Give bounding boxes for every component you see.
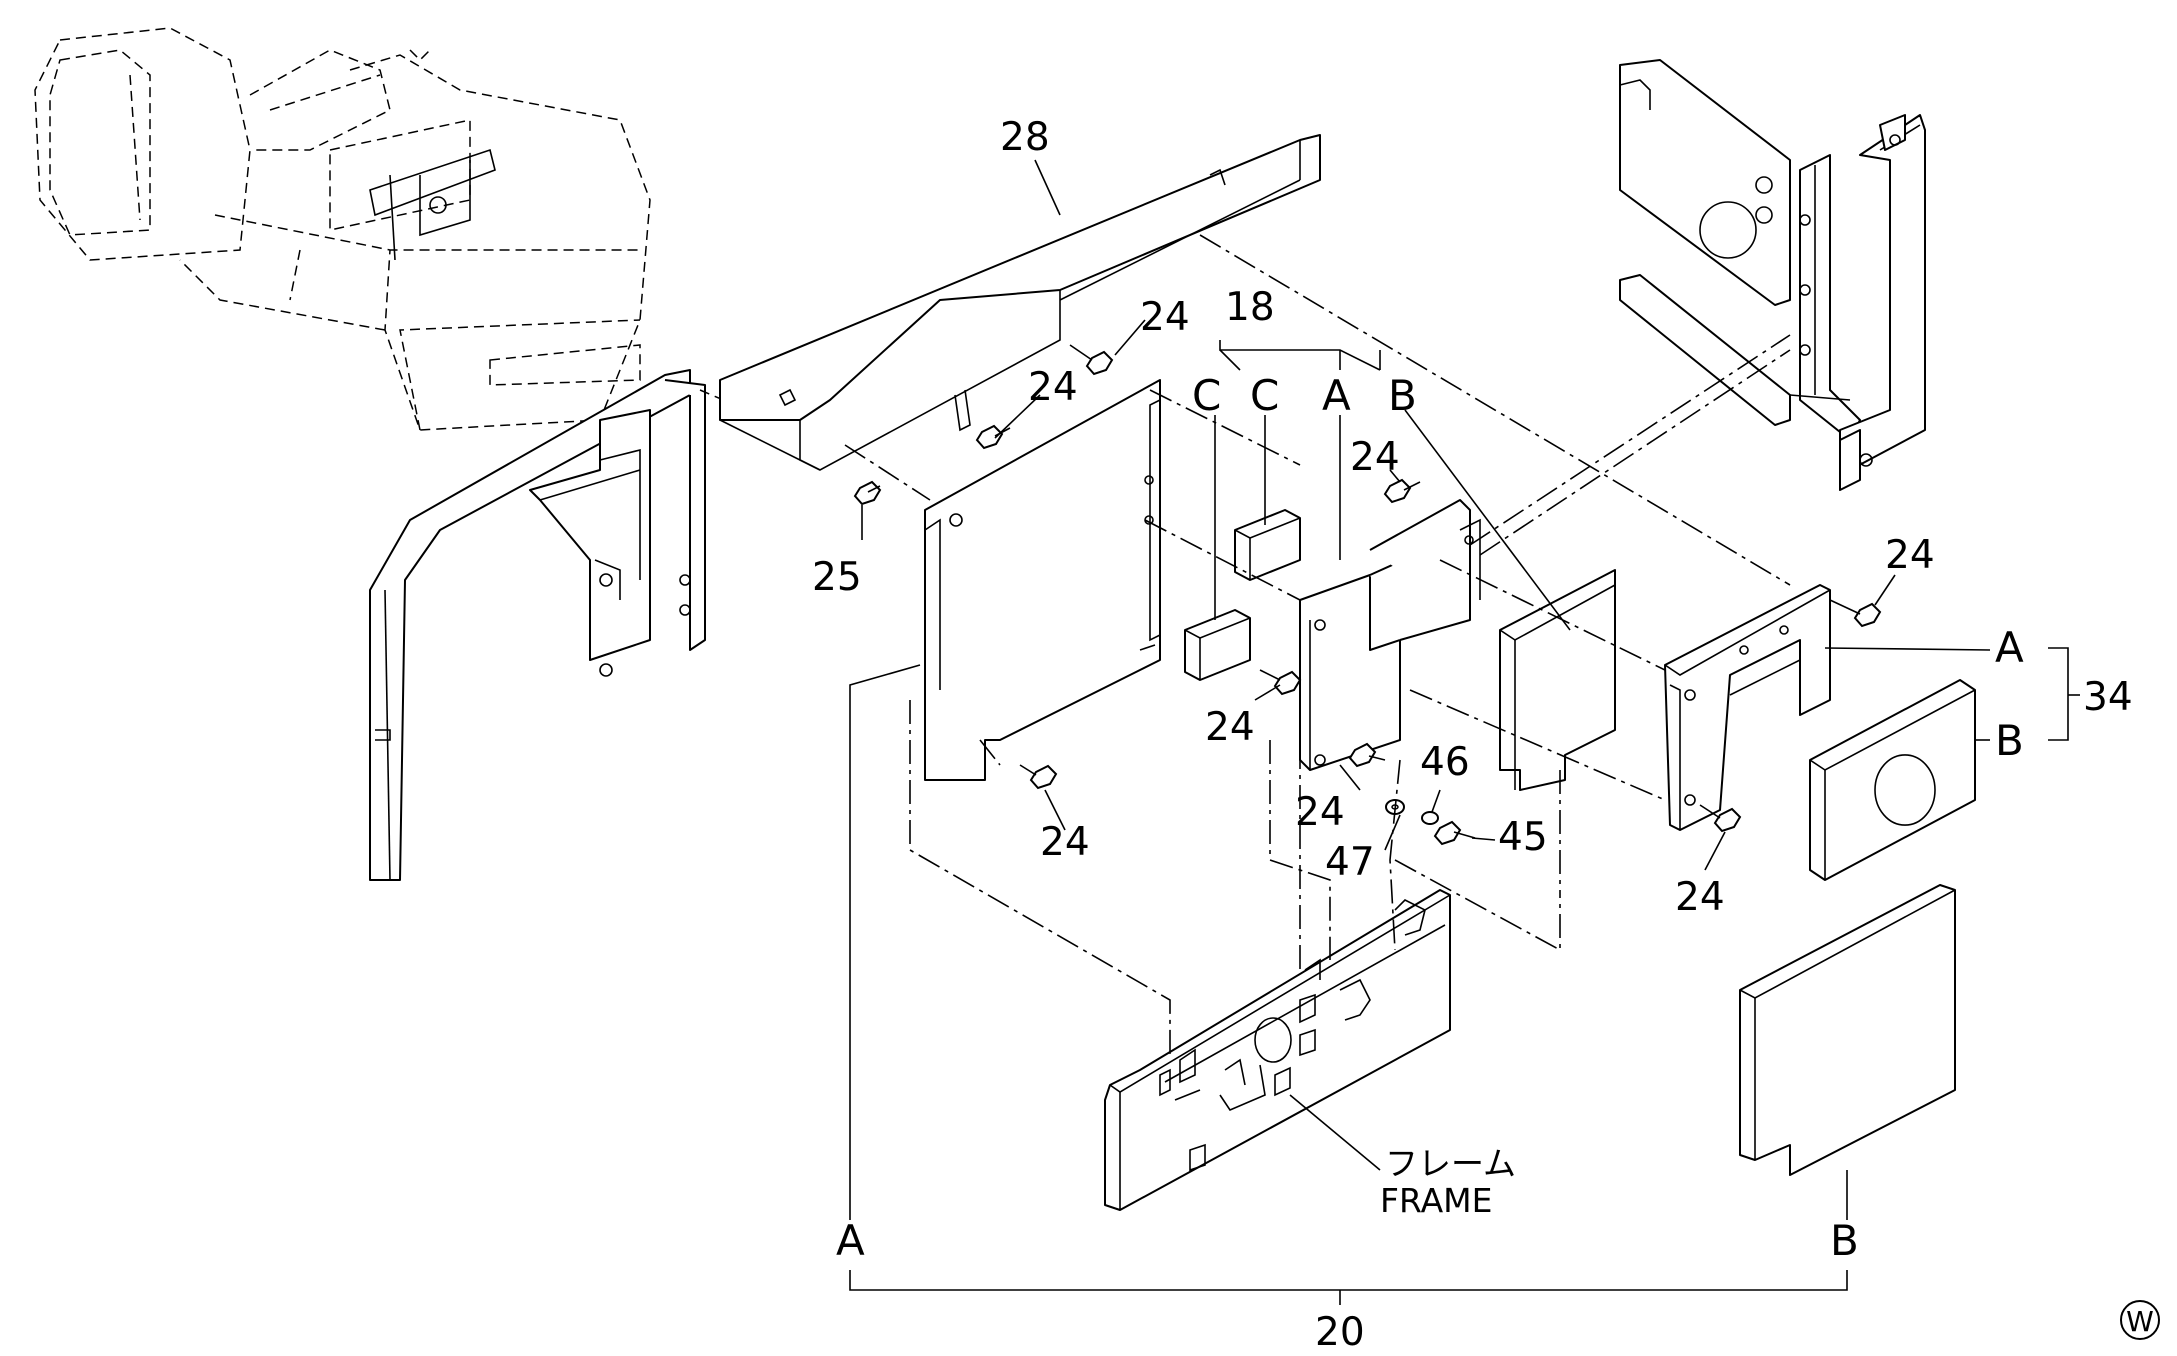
label-24-upper-left: 24 (1028, 365, 1078, 410)
label-47: 47 (1325, 840, 1375, 885)
letter-labels: C C A B A B A B (836, 371, 2024, 1265)
leader-lines (849, 159, 2080, 1305)
label-25: 25 (812, 555, 862, 600)
part-34-b-plate (1809, 679, 1976, 881)
label-24-mid: 24 (1350, 435, 1400, 480)
label-24-right-top: 24 (1885, 533, 1935, 578)
bolt-24-lower-left (1019, 764, 1058, 790)
part-labels: 28 18 24 24 24 25 24 24 24 46 47 45 24 2… (812, 115, 2133, 1355)
pad-c-2 (1234, 509, 1301, 581)
label-46: 46 (1420, 740, 1470, 785)
corner-mark-letter: W (2126, 1305, 2154, 1338)
assembly-lines (844, 234, 1791, 1055)
bolt-24-right-top (1829, 599, 1882, 628)
frame-caption: フレーム FRAME (1380, 1144, 1516, 1220)
right-top-assembly (1619, 59, 1926, 491)
bolt-24-left-panel (1259, 669, 1302, 696)
left-frame (369, 369, 771, 881)
part-34-a-panel (1664, 584, 1831, 831)
frame-label-jp: フレーム (1385, 1144, 1516, 1183)
letter-b-34: B (1995, 716, 2024, 765)
label-24-right-low: 24 (1675, 875, 1725, 920)
part-20-b-plate (1739, 884, 1956, 1176)
excavator-outline (34, 27, 651, 431)
panel-b-thick (1499, 569, 1616, 791)
part-28-bracket (719, 134, 1321, 471)
bolt-25 (853, 480, 882, 506)
pad-c-1 (1184, 609, 1251, 681)
label-24-left-panel: 24 (1205, 705, 1255, 750)
label-20: 20 (1315, 1310, 1365, 1351)
label-34: 34 (2083, 675, 2133, 720)
letter-b-20: B (1830, 1216, 1859, 1265)
corner-mark: W (2120, 1300, 2160, 1340)
frame-bottom (1104, 889, 1451, 1211)
label-45: 45 (1498, 815, 1548, 860)
label-24-lower-left: 24 (1040, 820, 1090, 865)
bolt-45 (1433, 820, 1476, 846)
letter-a-34: A (1995, 623, 2024, 672)
main-panel (924, 379, 1161, 781)
label-18: 18 (1225, 285, 1275, 330)
letter-c-2: C (1250, 371, 1279, 420)
letter-b-1: B (1388, 371, 1417, 420)
bolt-24-top (1069, 344, 1114, 376)
bolt-24-center-low (1348, 742, 1386, 768)
label-24-top: 24 (1140, 295, 1190, 340)
panel-a-middle (1299, 499, 1481, 771)
letter-a-1: A (1322, 371, 1351, 420)
bolt-24-mid (1383, 478, 1421, 504)
letter-a-20: A (836, 1216, 865, 1265)
label-24-center-low: 24 (1295, 790, 1345, 835)
label-28: 28 (1000, 115, 1050, 160)
washer-46 (1421, 811, 1439, 825)
bolt-24-right-low (1699, 804, 1742, 833)
letter-c-1: C (1192, 371, 1221, 420)
frame-label-en: FRAME (1380, 1181, 1492, 1220)
